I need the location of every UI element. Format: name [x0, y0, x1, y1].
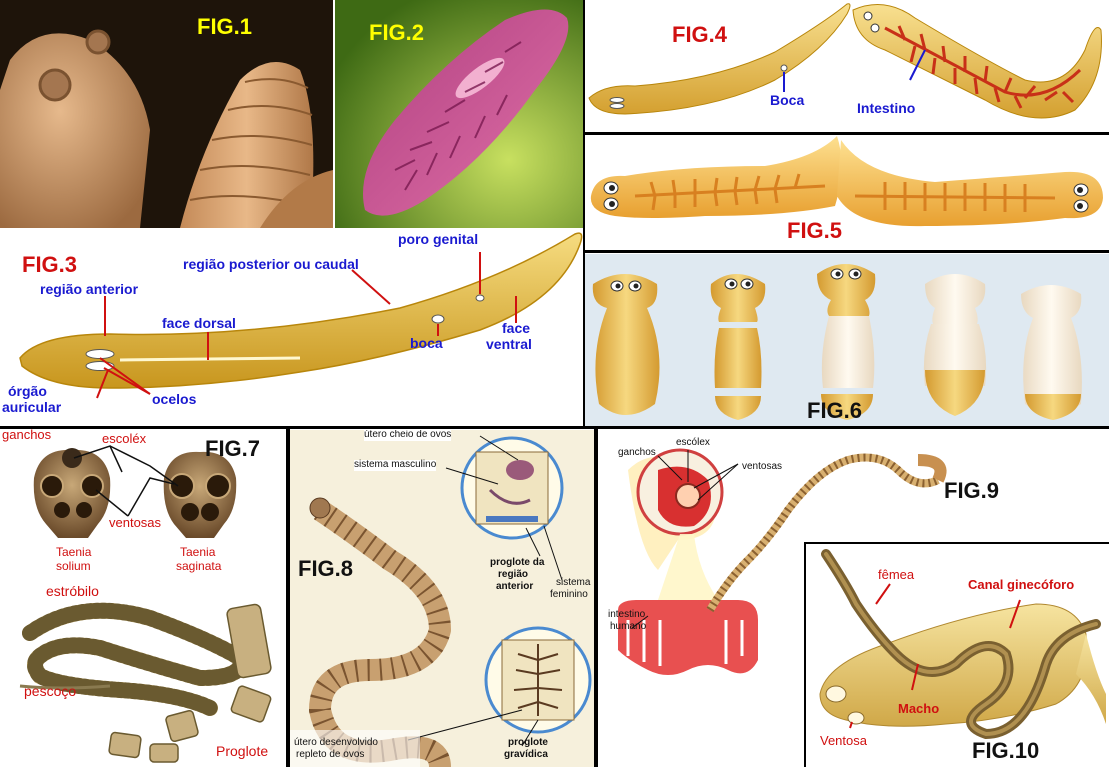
fig7-panel: ganchos escoléx FIG.7 ventosas Taenia so… — [0, 428, 286, 767]
fig7-taenia-diagram — [19, 445, 272, 763]
fig3-label-orgao-line2: auricular — [2, 399, 62, 415]
fig8-label-proglote-anterior-line2: região — [498, 569, 529, 580]
fig3-panel: FIG.3 poro genital região posterior ou c… — [0, 230, 583, 425]
fig4-label-intestino: Intestino — [857, 100, 916, 116]
fig7-label-pescoco: pescoço — [24, 683, 77, 699]
fig9-label-intestino-line1: intestino — [608, 609, 646, 620]
fig8-label-proglote-anterior-line1: proglote da — [490, 557, 545, 568]
fig3-label-ocelos: ocelos — [152, 391, 197, 407]
fig4-panel: FIG.4 Boca Intestino — [585, 0, 1109, 132]
fig3-label-poro-genital: poro genital — [398, 231, 479, 247]
fig4-label: FIG.4 — [672, 22, 728, 47]
fig8-label-proglote-gravidica-line1: proglote — [508, 737, 548, 748]
fig10-label-femea: fêmea — [878, 567, 915, 582]
fig9-label-ganchos: ganchos — [618, 447, 656, 458]
fig3-label-boca: boca — [410, 335, 443, 351]
fig8-label: FIG.8 — [298, 556, 354, 581]
fig3-label-regiao-posterior: região posterior ou caudal — [183, 256, 359, 272]
fig4-label-boca: Boca — [770, 92, 805, 108]
fig9-tapeworm-attachment-diagram — [618, 448, 947, 675]
divider — [594, 428, 598, 767]
fig3-label-face-ventral-line1: face — [502, 320, 531, 336]
fig7-label-taenia-saginata-line1: Taenia — [180, 545, 216, 559]
divider — [0, 426, 1109, 429]
fig3-label-face-ventral-line2: ventral — [486, 336, 532, 352]
fig7-label-taenia-solium-line2: solium — [56, 559, 91, 573]
fig7-label-taenia-saginata-line2: saginata — [176, 559, 222, 573]
fig10-label-macho: Macho — [898, 701, 940, 716]
fig8-label-sistema-masculino: sistema masculino — [354, 459, 437, 471]
fig8-label-utero-cheio: útero cheio de ovos — [364, 430, 452, 441]
fig8-tapeworm-proglottid-diagram — [290, 435, 592, 767]
divider — [583, 0, 585, 428]
fig10-label-ventosa: Ventosa — [820, 733, 867, 748]
fig6-label: FIG.6 — [807, 398, 863, 423]
fig9-label: FIG.9 — [944, 478, 1000, 503]
divider — [286, 428, 290, 767]
fig3-label-orgao-line1: órgão — [8, 383, 47, 399]
fig3-label-face-dorsal: face dorsal — [162, 315, 236, 331]
fig7-label-ventosas: ventosas — [109, 515, 162, 530]
fig2-panel: FIG.2 — [335, 0, 583, 228]
fig7-label-taenia-solium-line1: Taenia — [56, 545, 92, 559]
fig8-label-sistema-feminino-line2: feminino — [550, 589, 588, 600]
fig3-planarian-diagram — [19, 232, 583, 399]
fig6-panel: FIG.6 — [585, 254, 1109, 426]
fig6-planarian-regeneration-diagram — [585, 254, 1109, 426]
fig3-label-regiao-anterior: região anterior — [40, 281, 139, 297]
fig7-label-escolex: escoléx — [102, 431, 147, 446]
fig10-panel: fêmea Canal ginecóforo Macho Ventosa FIG… — [804, 542, 1109, 767]
fig5-planarian-fission-diagram — [590, 136, 1103, 227]
fig7-label-proglote: Proglote — [216, 743, 269, 759]
fig3-label: FIG.3 — [22, 252, 78, 277]
fig7-label-estrobilo: estróbilo — [46, 583, 99, 599]
fig10-label-canal: Canal ginecóforo — [968, 577, 1075, 592]
divider — [585, 250, 1109, 253]
fig4-planarian-diagrams — [588, 3, 1102, 119]
fig2-label: FIG.2 — [369, 20, 425, 45]
fig8-panel: útero cheio de ovos sistema masculino pr… — [290, 430, 594, 767]
fig7-label-ganchos: ganchos — [2, 428, 52, 442]
fig8-label-proglote-gravidica-line2: gravídica — [504, 749, 548, 760]
fig10-schistosoma-diagram — [819, 549, 1106, 740]
fig8-label-sistema-feminino-line1: sistema — [556, 577, 591, 588]
fig5-label: FIG.5 — [787, 218, 843, 243]
fig10-label: FIG.10 — [972, 738, 1040, 763]
fig8-label-proglote-anterior-line3: anterior — [496, 581, 534, 592]
fig5-panel: FIG.5 — [585, 136, 1109, 250]
fig1-tapeworm-scolex-photo — [0, 29, 333, 228]
fig7-label: FIG.7 — [205, 436, 261, 461]
fig1-panel: FIG.1 — [0, 0, 333, 228]
fig8-label-utero-desenvolvido-line2: repleto de ovos — [296, 749, 365, 760]
fig9-label-ventosas: ventosas — [742, 461, 783, 472]
fig8-label-utero-desenvolvido-line1: útero desenvolvido — [294, 737, 378, 748]
divider — [585, 132, 1109, 135]
fig9-label-escolex: escólex — [676, 437, 710, 448]
fig9-label-intestino-line2: humano — [610, 621, 647, 632]
fig1-label: FIG.1 — [197, 14, 253, 39]
fig2-planarian-photo — [335, 0, 583, 228]
